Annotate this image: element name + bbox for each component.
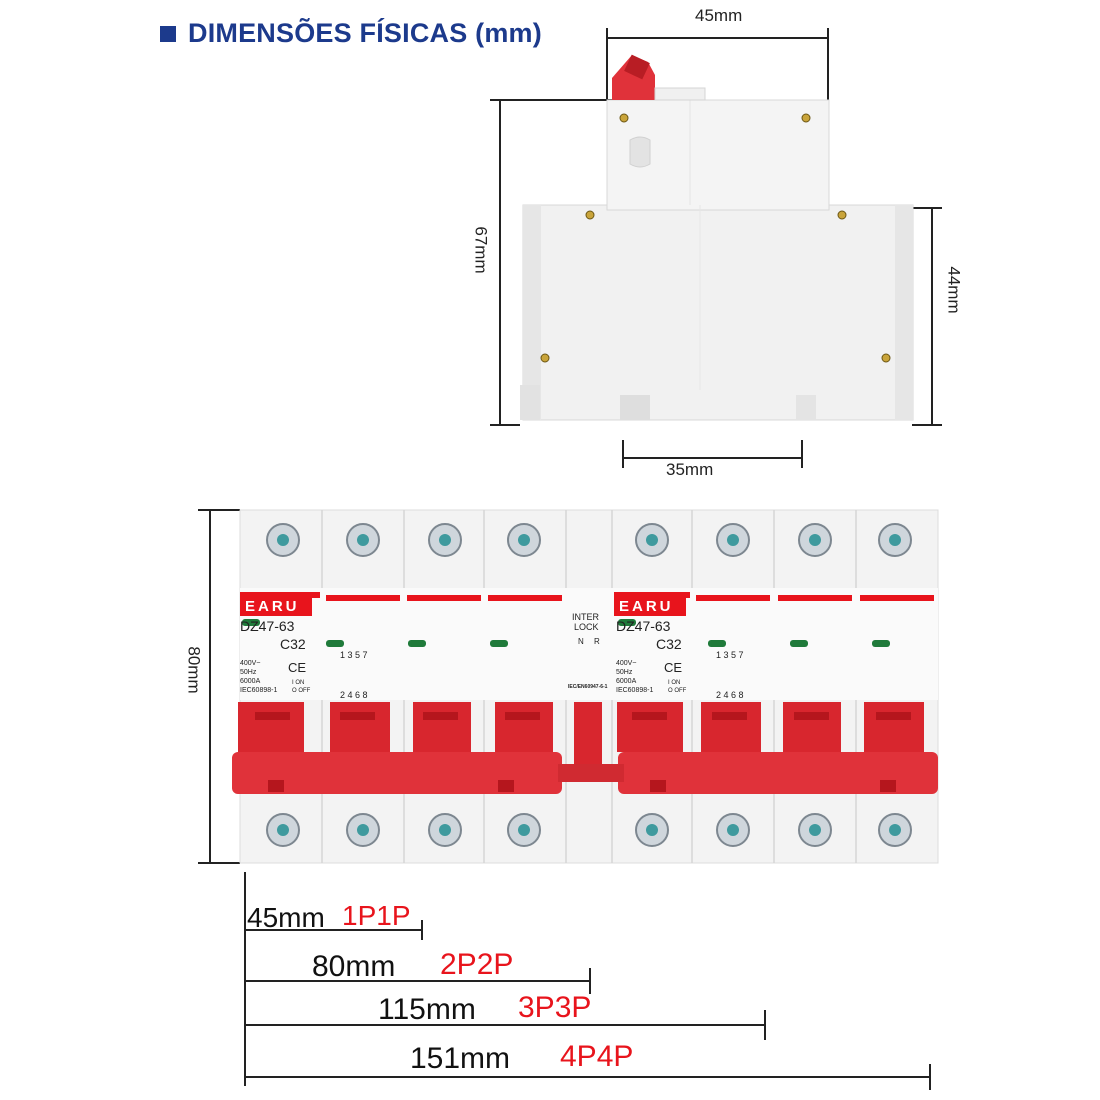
- width-4p-code: 4P4P: [560, 1040, 634, 1073]
- spec-line-4-left: IEC60898-1: [240, 687, 278, 694]
- width-2p-size: 80mm: [312, 950, 396, 983]
- spec-line-3-right: 6000A: [616, 678, 637, 685]
- spec-line-4-right: IEC60898-1: [616, 687, 654, 694]
- off-label-left: O OFF: [292, 688, 311, 694]
- on-label-right: I ON: [668, 680, 681, 686]
- rating-label-left: C32: [280, 636, 306, 652]
- interlock-bottom-label: LOCK: [574, 622, 599, 632]
- off-label-right: O OFF: [668, 688, 687, 694]
- terminal-screw-center: [809, 534, 821, 546]
- terminals-top-left: 1 3 5 7: [340, 650, 368, 660]
- handle-tie-bars: [232, 752, 938, 794]
- terminal-screw-center: [889, 824, 901, 836]
- on-label-left: I ON: [292, 680, 305, 686]
- terminal-screw-center: [277, 824, 289, 836]
- terminals-bottom-left: 2 4 6 8: [340, 690, 368, 700]
- brand-label-left: EARU: [245, 598, 300, 615]
- terminal-screw-center: [646, 824, 658, 836]
- terminal-screw-center: [646, 534, 658, 546]
- brand-label-right: EARU: [619, 598, 674, 615]
- interlock-top-label: INTER: [572, 612, 599, 622]
- spec-line-2-left: 50Hz: [240, 669, 257, 676]
- width-1p-size: 45mm: [247, 902, 325, 933]
- interlock-code-label: IEC/EN60947-6-1: [568, 684, 608, 690]
- dim-45-label: 45mm: [695, 6, 743, 25]
- bullet-square-icon: [160, 25, 176, 42]
- interlock-n-label: N: [578, 637, 584, 646]
- red-handle-side: [612, 54, 706, 101]
- width-3p-size: 115mm: [378, 993, 476, 1026]
- dim-80-label: 80mm: [184, 646, 204, 694]
- spec-line-3-left: 6000A: [240, 678, 261, 685]
- terminal-screw-center: [727, 534, 739, 546]
- terminal-screw-center: [277, 534, 289, 546]
- terminal-screw-center: [727, 824, 739, 836]
- terminal-screw-center: [439, 534, 451, 546]
- width-2p-code: 2P2P: [440, 948, 514, 981]
- terminal-screws: [266, 523, 912, 847]
- terminal-screw-center: [357, 534, 369, 546]
- side-view-diagram: [490, 28, 942, 468]
- terminals-bottom-right: 2 4 6 8: [716, 690, 744, 700]
- model-label-left: DZ47-63: [240, 618, 295, 634]
- terminal-screw-center: [518, 824, 530, 836]
- ce-mark-left: CE: [288, 660, 307, 675]
- width-1p-code: 1P1P: [342, 900, 411, 931]
- dim-67-label: 67mm: [471, 226, 491, 274]
- width-3p-code: 3P3P: [518, 991, 592, 1024]
- terminal-screw-center: [518, 534, 530, 546]
- dim-35-label: 35mm: [666, 460, 714, 479]
- terminal-screw-center: [439, 824, 451, 836]
- model-label-right: DZ47-63: [616, 618, 671, 634]
- breaker-modules: [239, 509, 939, 864]
- terminal-screw-center: [357, 824, 369, 836]
- page-header: DIMENSÕES FÍSICAS (mm): [160, 18, 542, 49]
- front-view-diagram: [198, 509, 939, 864]
- breaker-side-body: [520, 99, 914, 421]
- spec-line-1-right: 400V~: [616, 660, 637, 667]
- interlock-r-label: R: [594, 637, 600, 646]
- width-4p-size: 151mm: [410, 1042, 511, 1075]
- page-title: DIMENSÕES FÍSICAS (mm): [188, 18, 542, 48]
- earu-logo-right: [614, 598, 686, 616]
- dim-44-label: 44mm: [944, 266, 964, 314]
- ce-mark-right: CE: [664, 660, 683, 675]
- spec-line-1-left: 400V~: [240, 660, 261, 667]
- spec-line-2-right: 50Hz: [616, 669, 633, 676]
- rating-label-right: C32: [656, 636, 682, 652]
- terminal-screw-center: [889, 534, 901, 546]
- terminals-top-right: 1 3 5 7: [716, 650, 744, 660]
- terminal-screw-center: [809, 824, 821, 836]
- earu-logo-left: [240, 598, 312, 616]
- width-scale: [244, 872, 931, 1090]
